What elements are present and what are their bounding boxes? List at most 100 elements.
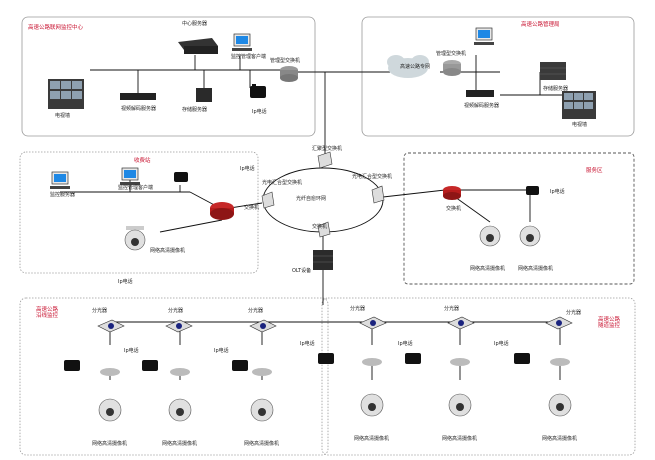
mgmt-client-2[interactable] bbox=[474, 27, 494, 45]
storage-server-2[interactable] bbox=[540, 62, 566, 80]
ip-phone-1-label: Ip电话 bbox=[252, 108, 267, 115]
storage-server-1[interactable] bbox=[196, 88, 212, 102]
service-camera-1[interactable] bbox=[479, 225, 501, 247]
optical-switch-right[interactable] bbox=[371, 185, 385, 204]
bottom-ip-phone-6[interactable] bbox=[514, 353, 530, 364]
bottom-camera-2[interactable] bbox=[168, 398, 192, 422]
service-camera-2[interactable] bbox=[519, 225, 541, 247]
ring-label: 光纤自愈环网 bbox=[296, 195, 326, 202]
bottom-camera-1-label: 网络高清摄像机 bbox=[92, 440, 127, 447]
tv-wall-2-label: 电视墙 bbox=[572, 121, 587, 128]
mgmt-client-1[interactable] bbox=[232, 33, 252, 51]
tv-wall-2[interactable] bbox=[562, 91, 596, 119]
ip-phone-1[interactable] bbox=[250, 84, 266, 98]
bottom-ip-phone-label-4: Ip电话 bbox=[398, 340, 413, 347]
bottom-camera-5[interactable] bbox=[448, 393, 472, 417]
bottom-camera-3[interactable] bbox=[250, 398, 274, 422]
optical-switch-left-label: 光电汇合型交换机 bbox=[262, 179, 302, 186]
olt-label: OLT设备 bbox=[292, 267, 311, 274]
monitor-center-box bbox=[21, 16, 316, 137]
bottom-ip-phone-label-1: Ip电话 bbox=[124, 347, 139, 354]
convergence-switch-label: 汇聚型交换机 bbox=[312, 145, 342, 152]
bottom-camera-2-label: 网络高清摄像机 bbox=[162, 440, 197, 447]
right-stations-title: 高速公路 隧道监控 bbox=[598, 315, 622, 329]
tv-wall-1[interactable] bbox=[48, 79, 84, 109]
onu-3[interactable] bbox=[252, 368, 272, 376]
splitter-5[interactable] bbox=[447, 316, 475, 330]
onu-4[interactable] bbox=[362, 358, 382, 366]
splitter-2-label: 分光器 bbox=[168, 307, 183, 314]
service-router[interactable] bbox=[443, 186, 461, 200]
onu-1[interactable] bbox=[100, 368, 120, 376]
left-stations-title-l1: 高速公路 bbox=[36, 305, 59, 313]
sub-center-box bbox=[19, 151, 259, 274]
sub-center-title: 收费站 bbox=[134, 156, 151, 164]
splitter-1-label: 分光器 bbox=[92, 307, 107, 314]
splitter-6-label: 分光器 bbox=[566, 309, 581, 316]
ring-switch-left-label: 交换机 bbox=[244, 204, 259, 211]
mgmt-switch-2[interactable] bbox=[443, 60, 461, 76]
splitter-2[interactable] bbox=[165, 319, 193, 333]
bottom-ip-phone-3[interactable] bbox=[232, 360, 248, 371]
right-stations-title-l2: 隧道监控 bbox=[598, 321, 621, 329]
bottom-camera-1[interactable] bbox=[98, 398, 122, 422]
bottom-camera-5-label: 网络高清摄像机 bbox=[442, 435, 477, 442]
bottom-ip-phone-1[interactable] bbox=[64, 360, 80, 371]
splitter-3[interactable] bbox=[249, 319, 277, 333]
left-stations-title: 高速公路 沿线监控 bbox=[36, 305, 60, 319]
bottom-ip-phone-label-5: Ip电话 bbox=[494, 340, 509, 347]
onu-2[interactable] bbox=[170, 368, 190, 376]
onu-6[interactable] bbox=[550, 358, 570, 366]
bottom-camera-6[interactable] bbox=[548, 393, 572, 417]
tv-wall-1-label: 电视墙 bbox=[55, 112, 70, 119]
monitor-client-label: 监控管理客户端 bbox=[118, 184, 153, 191]
splitter-5-label: 分光器 bbox=[444, 305, 459, 312]
service-camera-2-label: 网络高清摄像机 bbox=[518, 265, 553, 272]
bottom-ip-phone-5[interactable] bbox=[405, 353, 421, 364]
monitor-center-title: 高速公路联网监控中心 bbox=[28, 23, 84, 31]
sub-ip-phone-label: Ip电话 bbox=[118, 278, 133, 285]
bottom-camera-4[interactable] bbox=[360, 393, 384, 417]
olt-device[interactable] bbox=[313, 250, 333, 270]
optical-switch-left[interactable] bbox=[261, 191, 275, 209]
service-camera-1-label: 网络高清摄像机 bbox=[470, 265, 505, 272]
private-network-cloud bbox=[387, 55, 429, 78]
ring-bottom-switch[interactable] bbox=[317, 221, 331, 238]
sub-center-camera[interactable] bbox=[124, 226, 146, 251]
service-ip-phone[interactable] bbox=[526, 186, 539, 195]
service-ip-phone-label: Ip电话 bbox=[550, 188, 565, 195]
splitter-4[interactable] bbox=[359, 316, 387, 330]
monitor-pc[interactable] bbox=[50, 171, 70, 189]
splitter-1[interactable] bbox=[97, 319, 125, 333]
management-center-title: 高速公路管理局 bbox=[521, 20, 560, 28]
mgmt-switch-1-label: 管理型交换机 bbox=[270, 57, 300, 64]
left-stations-box bbox=[19, 297, 329, 456]
decoder-server-2-label: 视频解码服务器 bbox=[464, 102, 499, 109]
right-stations-title-l1: 高速公路 bbox=[598, 315, 621, 323]
onu-5[interactable] bbox=[450, 358, 470, 366]
bottom-camera-6-label: 网络高清摄像机 bbox=[542, 435, 577, 442]
splitter-6[interactable] bbox=[545, 316, 573, 330]
service-router-label: 交换机 bbox=[446, 205, 461, 212]
mgmt-switch-2-label: 管理型交换机 bbox=[436, 50, 466, 57]
mgmt-client-1-label: 监控管理客户端 bbox=[231, 53, 266, 60]
bottom-ip-phone-4[interactable] bbox=[318, 353, 334, 364]
bottom-ip-phone-2[interactable] bbox=[142, 360, 158, 371]
sub-center-router[interactable] bbox=[210, 202, 234, 220]
optical-switch-right-label: 光电汇合型交换机 bbox=[352, 173, 392, 180]
monitor-pc-label: 监控服务器 bbox=[50, 191, 75, 198]
ip-phone-sub[interactable] bbox=[174, 172, 188, 182]
central-server-rack[interactable] bbox=[178, 38, 218, 54]
monitor-client[interactable] bbox=[120, 167, 140, 185]
management-center-box bbox=[361, 16, 635, 137]
central-server-title: 中心服务器 bbox=[182, 20, 207, 27]
storage-server-1-label: 存储服务器 bbox=[182, 106, 207, 113]
bottom-ip-phone-label-2: Ip电话 bbox=[214, 347, 229, 354]
convergence-switch[interactable] bbox=[317, 151, 333, 169]
decoder-server-2[interactable] bbox=[466, 90, 494, 97]
splitter-4-label: 分光器 bbox=[350, 305, 365, 312]
mgmt-switch-1[interactable] bbox=[280, 66, 298, 82]
decoder-server-1[interactable] bbox=[120, 93, 156, 100]
